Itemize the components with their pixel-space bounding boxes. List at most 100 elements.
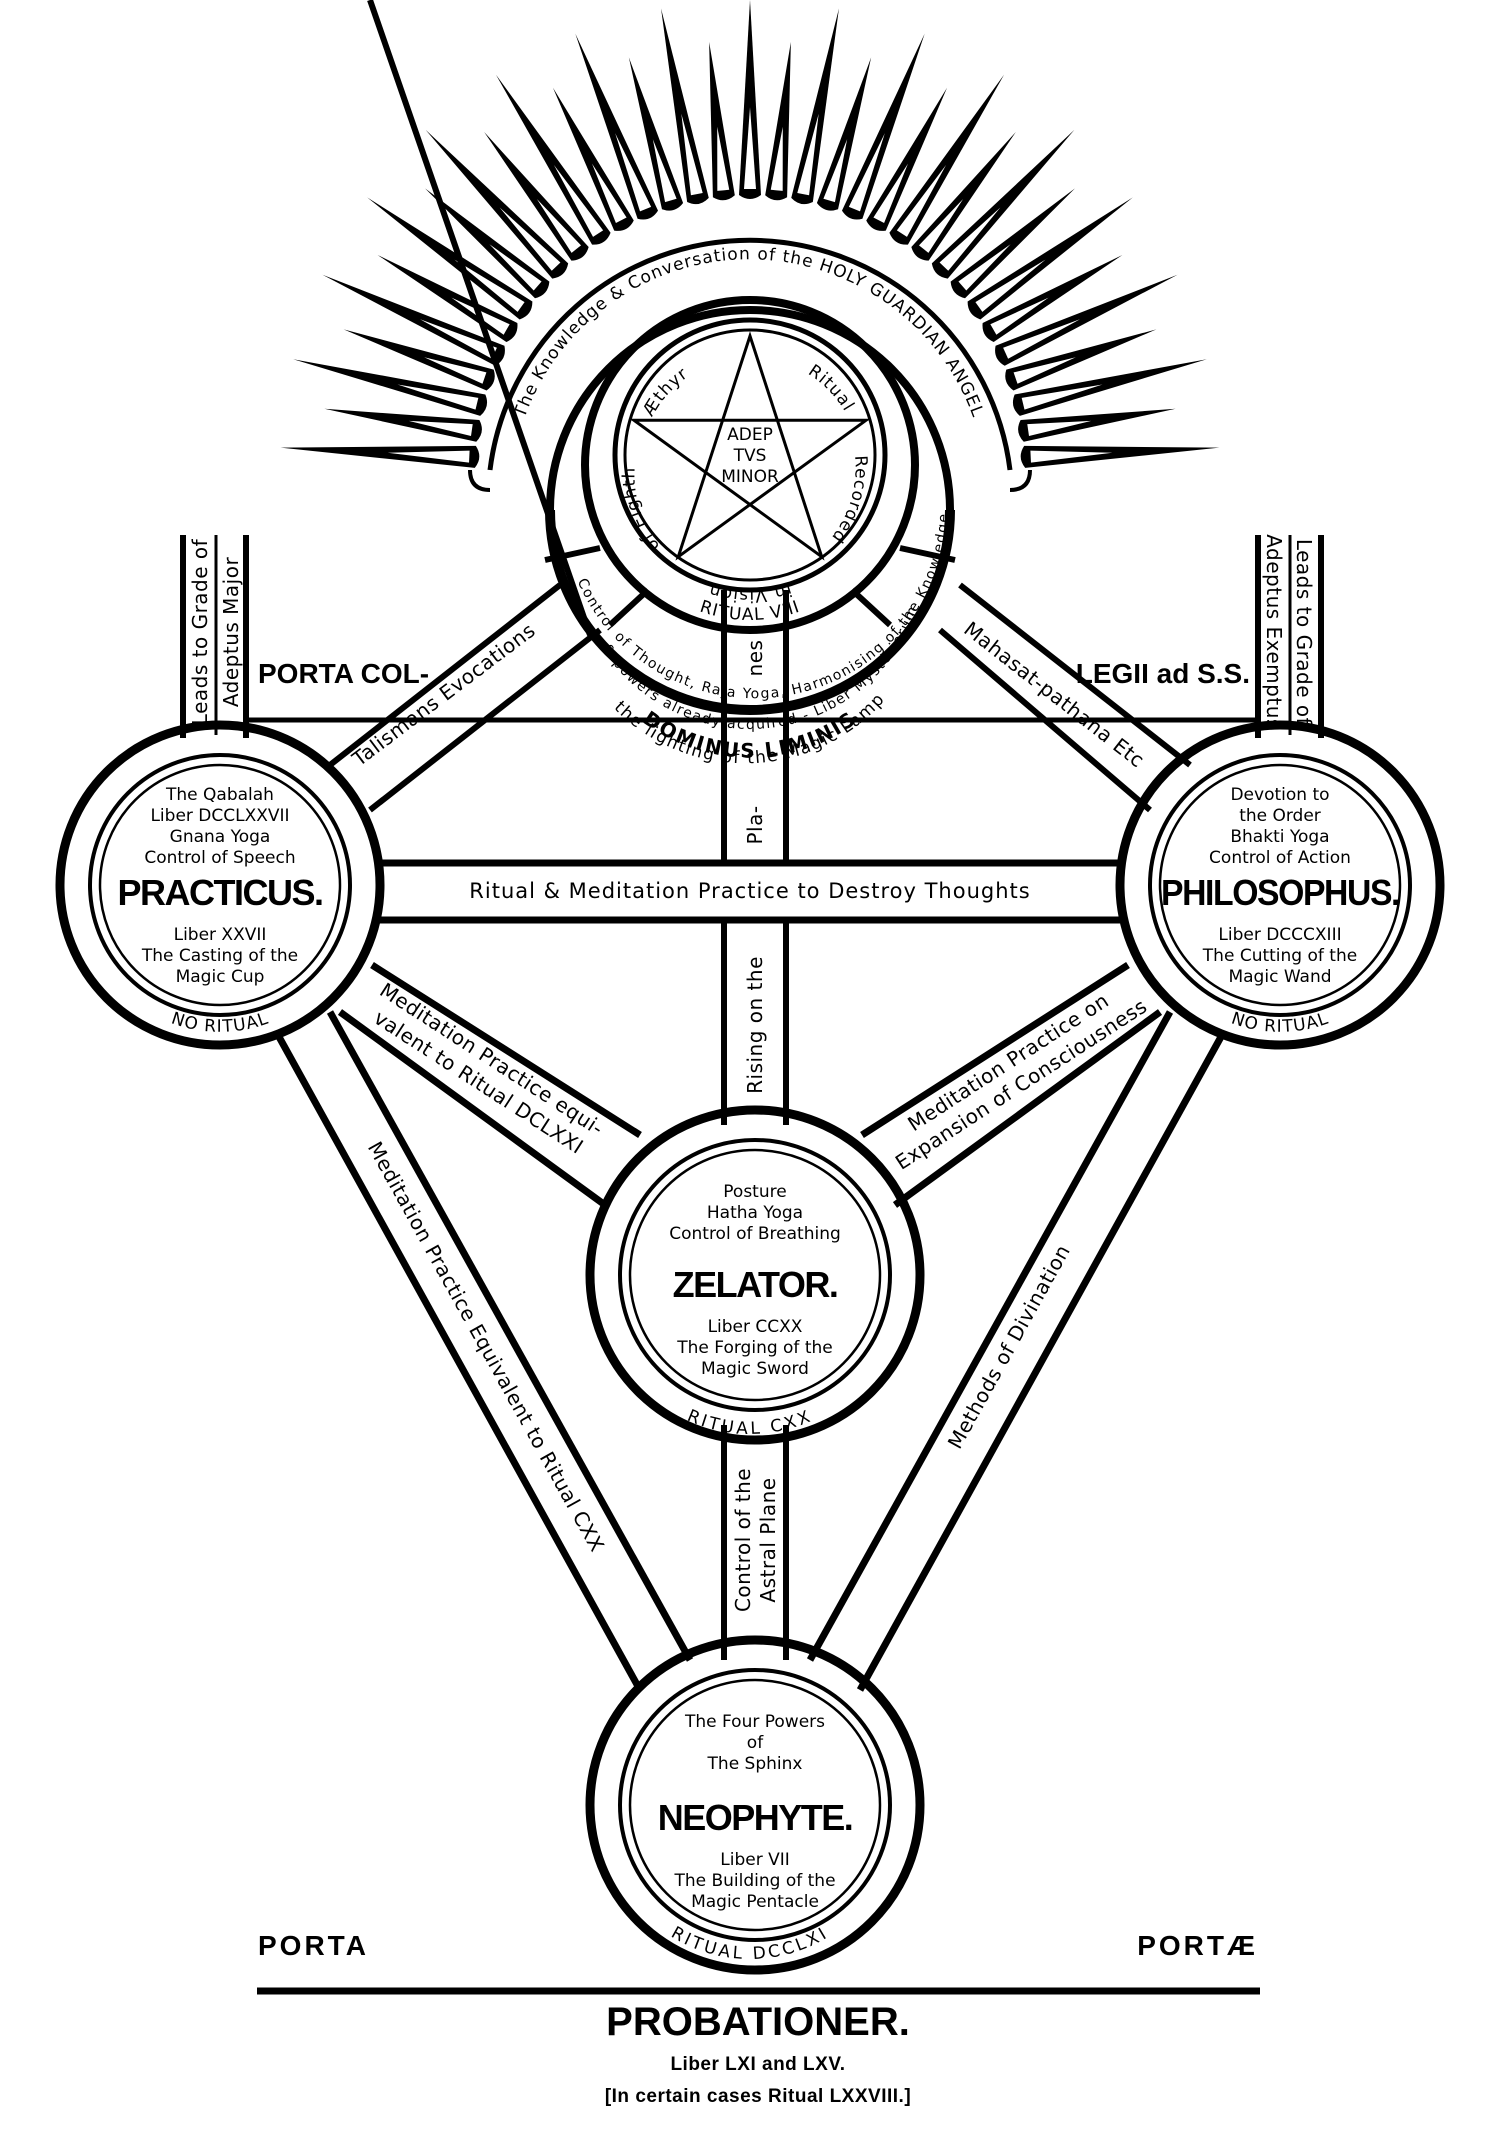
philosophus-ritual-label: NO RITUAL [1229, 1009, 1331, 1037]
practicus-liber-line: Liber XXVII [174, 925, 267, 945]
crown-ray-flame [1027, 420, 1092, 436]
practicus-liber-line: Magic Cup [176, 967, 265, 987]
crown-ray [575, 33, 659, 220]
practicus-ritual-label: NO RITUAL [169, 1009, 271, 1037]
sphere-zelator[interactable] [585, 1105, 925, 1445]
philosophus-detail-line: the Order [1239, 806, 1321, 826]
path-practicus-zelator [337, 962, 642, 1208]
crown-ray [765, 41, 791, 201]
path-leads-right [1255, 535, 1324, 738]
crown-ray [343, 329, 495, 391]
path-label-practicus-neophyte: Meditation Practice Equivalent to Ritual… [363, 1137, 610, 1555]
neophyte-liber-line: Magic Pentacle [691, 1892, 819, 1912]
crown-ray [1020, 445, 1220, 468]
path-label-ritual-meditation: Ritual & Meditation Practice to Destroy … [469, 879, 1030, 903]
practicus-detail-line: Liber DCCLXXVII [150, 806, 289, 826]
crown-ray [1012, 359, 1207, 416]
central-path-label-nes: nes [743, 640, 767, 677]
ring-word-ritual: Ritual [804, 361, 858, 415]
crown-ray [324, 408, 482, 442]
sphere-neophyte[interactable] [585, 1635, 925, 1975]
sphere-practicus[interactable] [55, 720, 385, 1050]
crown-ray [791, 8, 839, 205]
path-philosophus-zelator [860, 962, 1163, 1208]
path-central [721, 590, 789, 1660]
crown-ray-flame [873, 163, 908, 223]
adeptus-line-1: ADEP [727, 425, 773, 445]
crown-ray-flame [896, 164, 947, 237]
crown-ray-flame [536, 199, 582, 253]
crown-ray [552, 87, 634, 231]
path-label-philosophus-zelator-1: Meditation Practice on [903, 988, 1113, 1136]
crown-ray [709, 41, 735, 201]
crown-ray-flame [1030, 450, 1113, 463]
crown-ray [322, 274, 505, 366]
crown-ray [280, 445, 480, 468]
porta-collegii-left: PORTA COL- [258, 658, 429, 689]
neophyte-detail-line: of [747, 1733, 764, 1753]
crown-ray [866, 87, 948, 231]
adeptus-line-2: TVS [733, 446, 767, 466]
crown-ray-flame [397, 384, 479, 410]
sphere-philosophus[interactable] [1115, 720, 1445, 1050]
neophyte-grade-name: NEOPHYTE. [658, 1797, 853, 1838]
crown-ray [1018, 408, 1176, 442]
practicus-detail-line: The Qabalah [165, 785, 274, 805]
practicus-liber-line: The Casting of the [141, 946, 298, 966]
path-label-mahasat: Mahasat-pathana Etc [959, 617, 1149, 773]
crown-ray-flame [615, 133, 652, 212]
philosophus-liber-line: Magic Wand [1228, 967, 1331, 987]
crown-ray-flame [797, 113, 819, 196]
crown-ray-flame [681, 113, 703, 196]
crown-ray-flame [939, 207, 1001, 271]
zelator-detail-line: Control of Breathing [669, 1224, 841, 1244]
neophyte-detail-line: The Four Powers [684, 1712, 825, 1732]
crown-ray-flame [420, 319, 497, 359]
crown-ray-flame [499, 207, 561, 271]
crown-ray-flame [652, 139, 677, 203]
crown-ray [816, 57, 872, 211]
zelator-detail-line: Posture [723, 1182, 786, 1202]
probationer-title: PROBATIONER. [606, 2000, 910, 2044]
ring-word-of-eighth: of Eighth [619, 467, 664, 556]
crown-ray [1005, 329, 1157, 391]
crown-ray [995, 274, 1178, 366]
pentagram-icon [629, 331, 871, 561]
crown-ray [982, 255, 1123, 343]
leads-left-line-2: Adeptus Major [219, 557, 243, 708]
dominus-liminis-sphere [545, 306, 955, 715]
philosophus-detail-line: Devotion to [1230, 785, 1329, 805]
probationer-line-2: [In certain cases Ritual LXXVIII.] [605, 2086, 911, 2107]
crown-ray [739, 0, 761, 199]
crown-ray-flame [848, 133, 885, 212]
zelator-detail-line: Hatha Yoga [707, 1203, 803, 1223]
ring-word-recorded: Recorded [827, 455, 871, 547]
crown-ray [661, 8, 709, 205]
leads-left-line-1: Leads to Grade of [188, 538, 212, 725]
path-label-zelator-neophyte-2: Astral Plane [756, 1477, 780, 1602]
crown-band [468, 237, 1032, 492]
path-leads-left [180, 535, 249, 738]
crown-ray [628, 57, 684, 211]
crown-ray-flame [408, 420, 473, 436]
crown-ray [841, 33, 925, 220]
crown-rays [280, 0, 1220, 468]
crown-ray-flame [1003, 319, 1080, 359]
philosophus-grade-name: PHILOSOPHUS. [1161, 872, 1399, 913]
crown-ray-flame [975, 259, 1046, 312]
philosophus-liber-line: The Cutting of the [1202, 946, 1357, 966]
crown-ray-flame [770, 126, 783, 191]
path-label-zelator-neophyte-1: Control of the [731, 1468, 755, 1612]
crown-ray-flame [387, 450, 470, 463]
crown-ray-flame [489, 244, 542, 291]
central-path-label-rising: Rising on the [743, 956, 767, 1094]
porta-left: PORTA [258, 1930, 369, 1961]
zelator-grade-name: ZELATOR. [673, 1264, 838, 1305]
central-path-label-pla: Pla- [743, 805, 767, 844]
crown-ray [293, 359, 488, 416]
crown-ray-flame [744, 107, 756, 189]
practicus-detail-line: Gnana Yoga [170, 827, 271, 847]
zelator-liber-line: Magic Sword [701, 1359, 809, 1379]
path-practicus-neophyte [274, 1010, 694, 1692]
